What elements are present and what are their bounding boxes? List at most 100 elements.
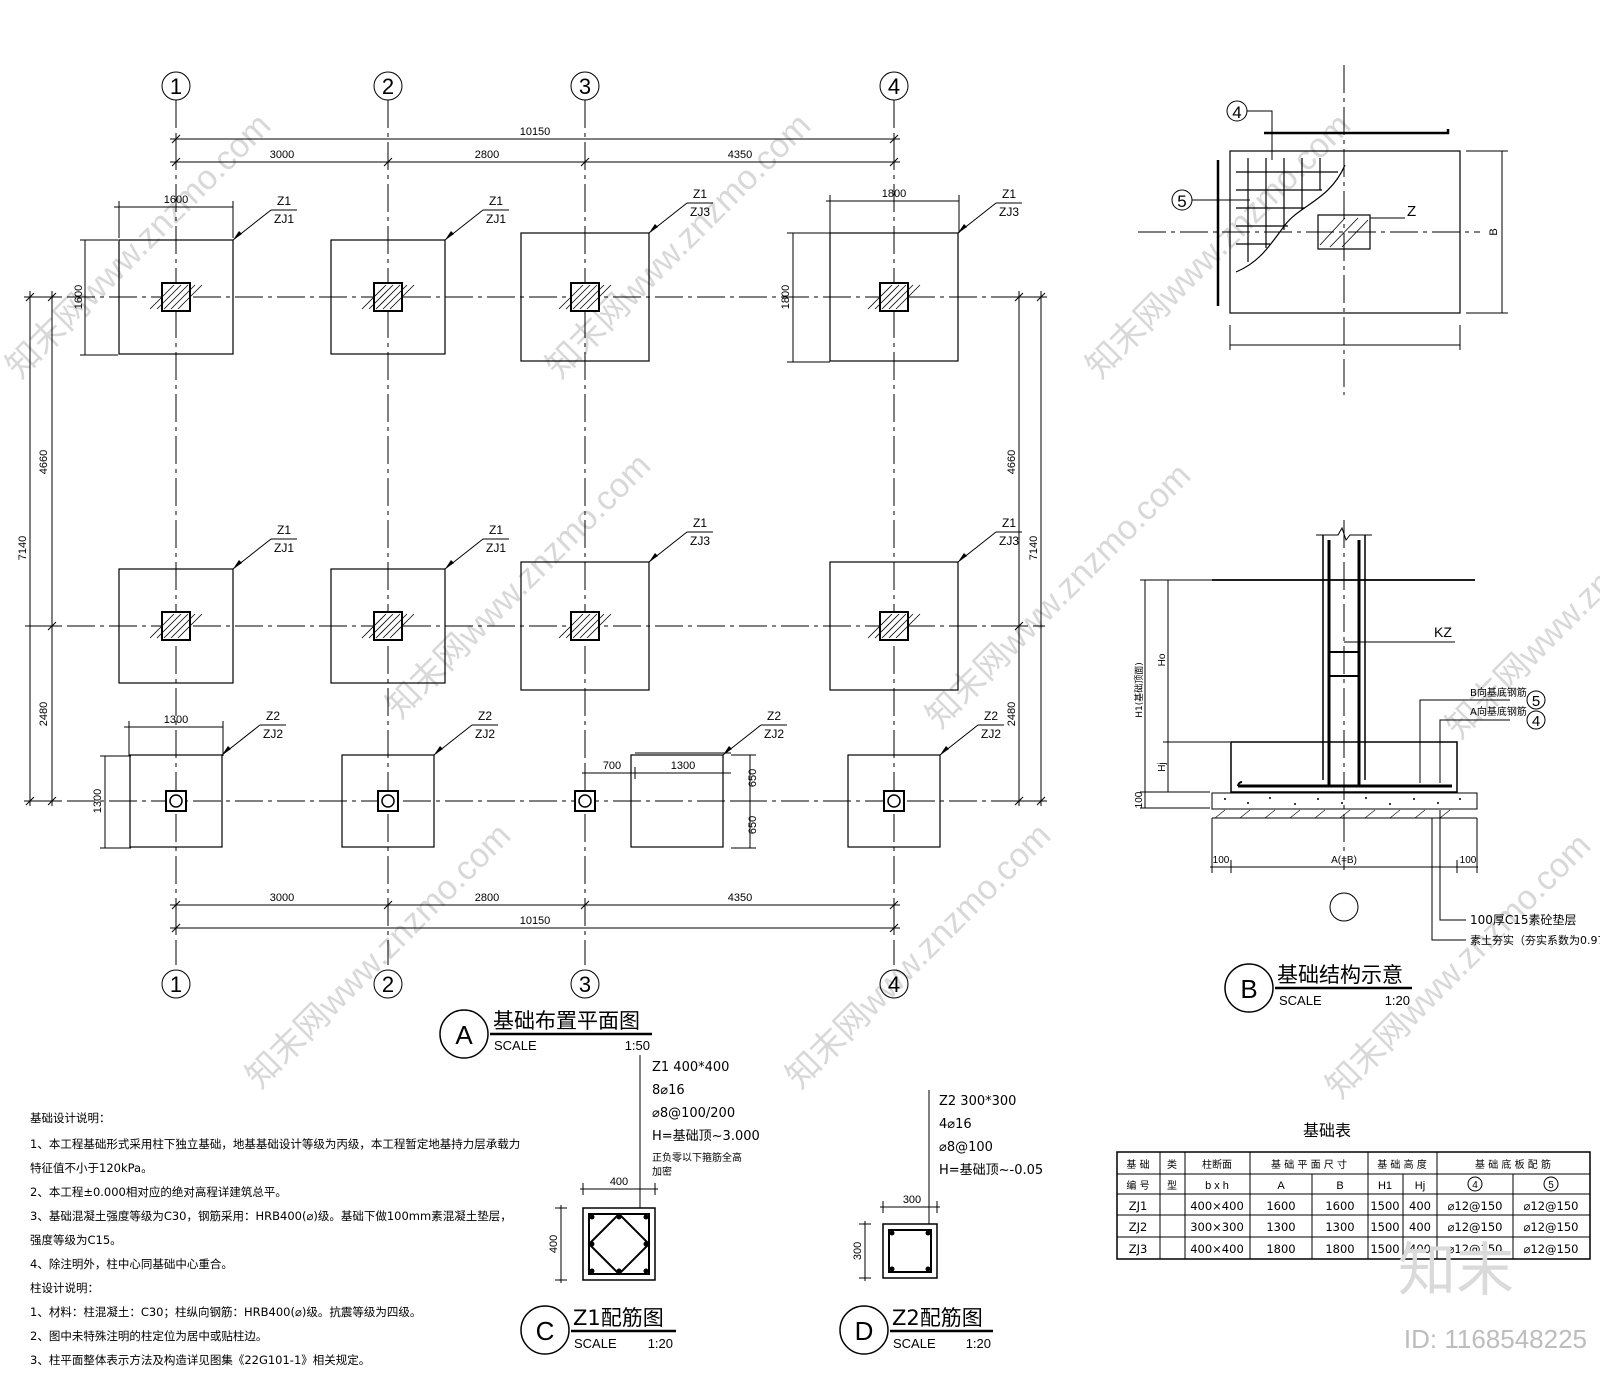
hatch-line xyxy=(565,613,591,639)
leader-arrow xyxy=(723,746,732,755)
leader-arrow xyxy=(958,224,967,233)
footing-tag: ZJ2 xyxy=(981,727,1001,741)
dim-footing: 1600 xyxy=(73,285,85,309)
note-line: 强度等级为C15。 xyxy=(30,1233,122,1247)
watermark-text: 知末网www.znzmo.com xyxy=(779,816,1058,1095)
watermark-text: 知末网www.znzmo.com xyxy=(539,106,818,385)
table-cell: ⌀12@150 xyxy=(1523,1199,1578,1213)
column-tag: Z2 xyxy=(767,709,781,723)
axis-label: 4 xyxy=(888,972,900,997)
footing-layer: Z1ZJ1Z1ZJ1Z1ZJ3Z1ZJ3Z1ZJ1Z1ZJ1Z1ZJ3Z1ZJ3… xyxy=(118,187,1022,848)
hatch-line xyxy=(888,613,914,639)
hatch-line xyxy=(558,284,584,310)
hatch-line xyxy=(874,613,900,639)
axis-label: 1 xyxy=(170,972,182,997)
rebar-label: A向基底钢筋 xyxy=(1470,705,1527,718)
leader-arrow xyxy=(222,746,231,755)
hatch-line xyxy=(382,613,408,639)
view-letter: A xyxy=(455,1020,473,1050)
footing-tag: ZJ1 xyxy=(486,541,506,555)
view-title: 基础结构示意 xyxy=(1277,963,1403,987)
table-cell: 400 xyxy=(1409,1242,1431,1256)
axis-label: 2 xyxy=(382,74,394,99)
column-core xyxy=(578,794,592,808)
column-tag: Z2 xyxy=(984,709,998,723)
callout-number: 5 xyxy=(1177,192,1186,211)
dim-right-span: 4660 xyxy=(1006,450,1018,474)
hatch-line xyxy=(867,284,893,310)
table-cell: ⌀12@150 xyxy=(1447,1220,1502,1234)
title-block-d: D Z2配筋图 SCALE 1:20 xyxy=(839,1305,993,1355)
plan-axes xyxy=(25,100,1045,965)
z1-spec-line: 加密 xyxy=(652,1165,672,1178)
dim-label: 100 xyxy=(1134,791,1145,808)
watermark-text: 知末网www.znzmo.com xyxy=(1439,466,1600,745)
leader-arrow xyxy=(445,231,454,240)
footing-tag: ZJ2 xyxy=(764,727,784,741)
column-tag: Z1 xyxy=(489,194,503,208)
view-title: Z2配筋图 xyxy=(892,1306,983,1330)
leader-arrow xyxy=(649,224,658,233)
column-tag: Z1 xyxy=(277,194,291,208)
dim-total-bottom: 10150 xyxy=(520,915,551,927)
table-cell: ZJ1 xyxy=(1129,1199,1148,1213)
dim-label: 100 xyxy=(1213,855,1230,866)
footing-tag: ZJ1 xyxy=(274,212,294,226)
table-cell: 1800 xyxy=(1325,1242,1354,1256)
column-tag: Z1 xyxy=(277,523,291,537)
axis-bubbles-top: 1 2 3 4 xyxy=(161,71,909,101)
hatch-line xyxy=(149,284,175,310)
asset-id: ID: 1168548225 xyxy=(1404,1324,1587,1354)
dim-footing: 1300 xyxy=(92,789,104,813)
hatch-line xyxy=(881,284,907,310)
column-tag: Z1 xyxy=(693,187,707,201)
table-cell: 1600 xyxy=(1266,1199,1295,1213)
dim-label: 400 xyxy=(610,1176,628,1188)
hatch-line xyxy=(361,613,387,639)
table-cell: 400 xyxy=(1409,1199,1431,1213)
dim-left-span: 2480 xyxy=(38,702,50,726)
dim-label: 400 xyxy=(548,1235,560,1253)
watermark-text: 知末网www.znzmo.com xyxy=(239,816,518,1095)
column-tag: Z1 xyxy=(693,516,707,530)
hatch-line xyxy=(368,613,394,639)
hatch-line xyxy=(163,284,189,310)
dims-left xyxy=(24,291,60,806)
table-head: 基 础 平 面 尺 寸 xyxy=(1271,1158,1347,1171)
column-tag: Z2 xyxy=(478,709,492,723)
footing-tag: ZJ3 xyxy=(690,534,710,548)
column-section xyxy=(574,790,596,812)
note-heading: 柱设计说明： xyxy=(30,1281,99,1295)
table-cell: ⌀12@150 xyxy=(1523,1220,1578,1234)
scale-value: 1:50 xyxy=(625,1038,650,1053)
footing-outline xyxy=(129,754,223,848)
dim-label: B xyxy=(1488,228,1500,235)
note-line: 4、除注明外，柱中心同基础中心重合。 xyxy=(30,1257,233,1271)
rebar-label: B向基底钢筋 xyxy=(1470,686,1527,699)
dim-offset: 700 xyxy=(603,760,621,772)
design-notes: 基础设计说明： 1、本工程基础形式采用柱下独立基础，地基基础设计等级为丙级，本工… xyxy=(30,1111,520,1367)
dims-right xyxy=(1013,291,1047,806)
hatch-line xyxy=(881,613,907,639)
note-heading: 基础设计说明： xyxy=(30,1111,111,1125)
detail-plan: 4 5 Z B xyxy=(1138,65,1508,395)
footing-tag: ZJ3 xyxy=(999,205,1019,219)
footing-tag: ZJ2 xyxy=(475,727,495,741)
table-cell: ZJ3 xyxy=(1129,1242,1148,1256)
column-tag: Z1 xyxy=(489,523,503,537)
table-head: 4 xyxy=(1472,1180,1478,1191)
scale-label: SCALE xyxy=(893,1336,936,1351)
hatch-line xyxy=(149,613,175,639)
hatch-line xyxy=(888,284,914,310)
table-cell: 1300 xyxy=(1325,1220,1354,1234)
hatch-line xyxy=(586,284,612,310)
hatch-line xyxy=(170,284,196,310)
scale-label: SCALE xyxy=(494,1038,537,1053)
